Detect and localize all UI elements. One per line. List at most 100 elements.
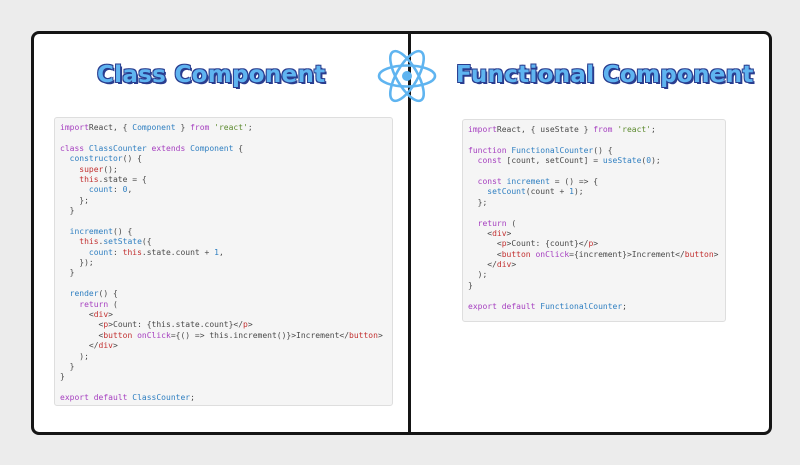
- code-token: setState: [103, 237, 142, 247]
- code-line: ​: [60, 133, 383, 143]
- code-line: export default ClassCounter;: [60, 393, 383, 403]
- code-line: this.setState({: [60, 237, 383, 247]
- code-token: extends: [151, 143, 186, 153]
- code-token: <: [468, 228, 493, 238]
- code-token: 1: [569, 187, 574, 197]
- code-token: }: [468, 280, 473, 290]
- code-line: count: 0,: [60, 185, 383, 195]
- center-divider: [408, 31, 411, 435]
- code-token: React, {: [88, 123, 133, 132]
- code-token: .state.count +: [141, 247, 215, 257]
- class-component-code-panel: importReact, { Component } from 'react';…: [54, 117, 393, 406]
- functional-component-title: Functional Component: [456, 62, 754, 88]
- code-token: <: [468, 239, 502, 249]
- code-token: [60, 237, 79, 246]
- code-token: 0: [646, 156, 652, 166]
- code-line: const increment = () => {: [468, 177, 719, 187]
- code-token: () {: [122, 154, 142, 164]
- code-token: p: [588, 239, 594, 249]
- code-token: ({: [141, 237, 152, 247]
- code-token: >Count: {this.state.count}</: [108, 320, 244, 330]
- code-line: export default FunctionalCounter;: [468, 302, 719, 312]
- code-token: >: [713, 249, 719, 259]
- code-token: div: [98, 341, 113, 351]
- code-token: );: [651, 156, 661, 166]
- code-token: ;: [247, 123, 253, 132]
- code-line: function FunctionalCounter() {: [468, 146, 719, 156]
- code-line: const [count, setCount] = useState(0);: [468, 156, 719, 166]
- code-token: class: [60, 143, 85, 153]
- code-line: <div>: [468, 229, 719, 239]
- code-token: return: [79, 299, 109, 309]
- code-token: }: [60, 361, 75, 371]
- code-token: :: [113, 185, 123, 195]
- code-token: button: [103, 330, 133, 340]
- code-token: count: [88, 247, 113, 257]
- code-token: ;: [190, 393, 195, 403]
- code-line: }: [60, 372, 383, 382]
- code-token: [468, 156, 478, 165]
- code-token: 'react': [612, 125, 652, 134]
- code-token: >: [506, 228, 512, 238]
- code-token: (: [108, 299, 118, 309]
- code-token: p: [243, 320, 248, 330]
- code-token: (count +: [525, 187, 570, 197]
- code-line: </div>: [468, 260, 719, 270]
- code-token: ClassCounter: [88, 143, 147, 153]
- code-token: <: [60, 320, 104, 330]
- code-token: p: [103, 320, 109, 330]
- code-token: 1: [214, 247, 219, 257]
- code-token: Component: [132, 123, 176, 132]
- code-token: FunctionalCounter: [511, 145, 594, 155]
- code-line: importReact, { Component } from 'react';: [60, 123, 383, 133]
- code-token: }: [175, 123, 191, 132]
- code-token: <: [60, 310, 94, 320]
- code-token: {: [233, 143, 244, 153]
- code-token: increment: [69, 226, 113, 236]
- code-token: import: [468, 125, 497, 134]
- code-line: <button onClick={increment}>Increment</b…: [468, 250, 719, 260]
- code-token: 'react': [209, 123, 248, 132]
- code-token: );: [60, 351, 89, 361]
- code-token: ={() => this.increment()}>Increment</: [170, 330, 350, 340]
- code-token: );: [468, 270, 488, 280]
- code-line: });: [60, 258, 383, 268]
- code-line: }: [60, 362, 383, 372]
- code-token: [468, 219, 478, 228]
- code-token: super: [79, 164, 104, 174]
- code-line: constructor() {: [60, 154, 383, 164]
- code-token: [count, setCount] =: [501, 156, 603, 166]
- code-token: ={increment}>Increment</: [569, 249, 685, 259]
- code-token: p: [501, 239, 507, 249]
- code-line: return (: [468, 219, 719, 229]
- code-line: </div>: [60, 341, 383, 351]
- code-token: increment: [506, 176, 550, 186]
- code-token: React, { useState }: [496, 125, 594, 134]
- code-token: import: [60, 123, 89, 132]
- code-token: this: [79, 237, 99, 247]
- code-token: const: [477, 176, 502, 186]
- code-line: <div>: [60, 310, 383, 320]
- code-token: };: [468, 197, 488, 207]
- code-line: <p>Count: {count}</p>: [468, 239, 719, 249]
- code-line: );: [60, 352, 383, 362]
- code-token: () {: [593, 145, 613, 155]
- code-token: }: [60, 268, 75, 278]
- code-line: };: [468, 198, 719, 208]
- class-component-code: importReact, { Component } from 'react';…: [60, 123, 383, 404]
- code-token: ();: [103, 164, 118, 174]
- code-token: = () => {: [549, 176, 599, 186]
- code-line: );: [468, 270, 719, 280]
- code-token: this: [122, 247, 142, 257]
- code-token: [468, 177, 478, 186]
- code-token: const: [477, 156, 502, 166]
- code-token: >: [593, 239, 599, 249]
- code-line: ​: [468, 208, 719, 218]
- code-token: Component: [190, 143, 234, 153]
- code-token: button: [349, 330, 378, 340]
- react-logo-icon: [377, 49, 437, 103]
- code-token: onClick: [535, 249, 570, 259]
- code-token: };: [60, 195, 89, 205]
- code-line: increment() {: [60, 227, 383, 237]
- code-token: setCount: [487, 187, 526, 197]
